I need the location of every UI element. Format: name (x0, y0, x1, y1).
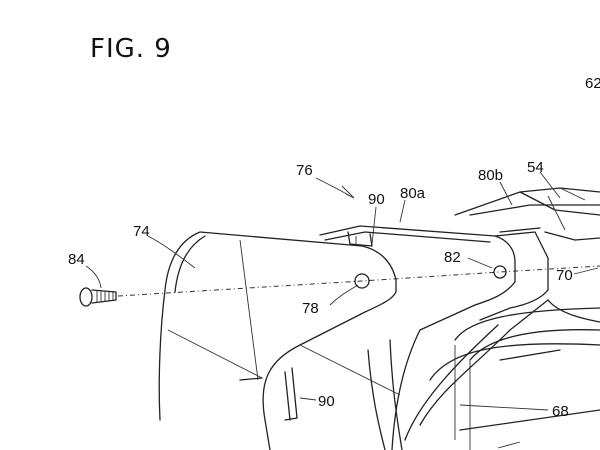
leader-lines (85, 171, 599, 449)
ref-74: 74 (133, 223, 150, 240)
axis-line (117, 265, 600, 297)
ref-82: 82 (444, 249, 461, 266)
ref-62: 62 (585, 75, 600, 92)
plate-80a (319, 225, 516, 450)
ref-54: 54 (527, 159, 544, 176)
ref-90-bottom: 90 (318, 393, 335, 410)
plate-80b (404, 227, 549, 441)
ref-90-top: 90 (368, 191, 385, 208)
ref-78: 78 (302, 300, 319, 317)
figure-title: FIG. 9 (90, 34, 172, 64)
screw-84 (79, 287, 117, 307)
ref-84: 84 (68, 251, 85, 268)
ref-68: 68 (552, 403, 569, 420)
ref-80a: 80a (400, 185, 426, 202)
rear-housing (429, 187, 600, 450)
ref-80b: 80b (478, 167, 503, 184)
ref-70: 70 (556, 267, 573, 284)
ref-76: 76 (296, 162, 313, 179)
front-cover-74 (158, 231, 401, 450)
